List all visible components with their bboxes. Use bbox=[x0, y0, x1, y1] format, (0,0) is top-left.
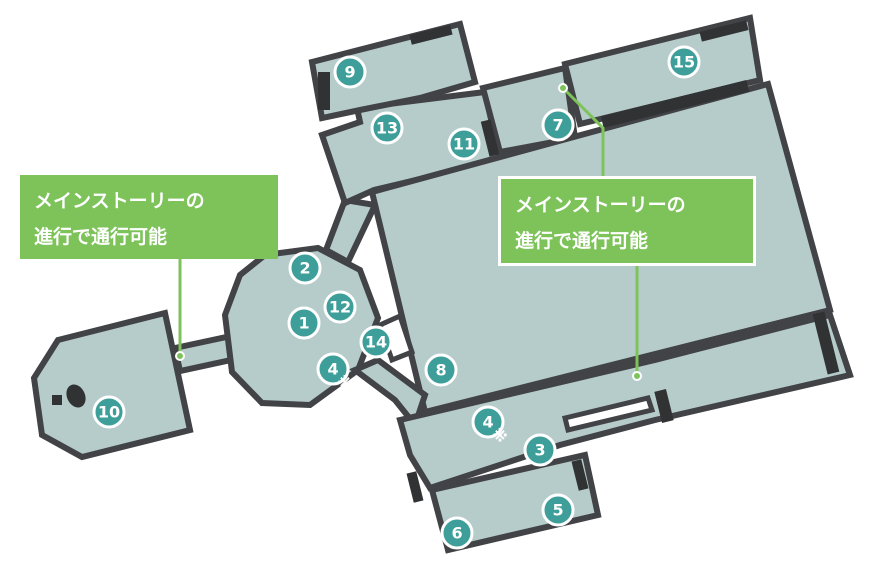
location-marker[interactable]: 3 bbox=[523, 433, 557, 467]
marker-label: 2 bbox=[299, 259, 310, 278]
marker-label: 4 bbox=[327, 360, 338, 379]
connector-endpoint bbox=[175, 351, 185, 361]
location-marker[interactable]: 13 bbox=[370, 111, 404, 145]
location-marker[interactable]: 6 bbox=[440, 516, 474, 550]
marker-label: 10 bbox=[98, 403, 120, 422]
marker-label: 7 bbox=[552, 116, 563, 135]
location-marker[interactable]: 2 bbox=[288, 251, 322, 285]
map-room bbox=[30, 309, 194, 461]
map-corridor bbox=[322, 196, 380, 267]
story-progress-note: メインストーリーの 進行で通行可能 bbox=[498, 176, 756, 266]
marker-label: 14 bbox=[365, 333, 387, 352]
note-line-1: メインストーリーの bbox=[34, 190, 205, 212]
note-connector-right-top bbox=[561, 86, 605, 176]
location-marker[interactable]: 5 bbox=[541, 493, 575, 527]
note-line-1: メインストーリーの bbox=[515, 194, 686, 216]
inner-wall bbox=[561, 395, 656, 434]
location-marker[interactable]: 1 bbox=[287, 306, 321, 340]
location-marker[interactable]: 4※ bbox=[471, 405, 508, 446]
marker-label: 5 bbox=[552, 501, 563, 520]
marker-label: 13 bbox=[376, 119, 398, 138]
marker-label: 9 bbox=[344, 63, 355, 82]
marker-label: 12 bbox=[329, 298, 351, 317]
location-marker[interactable]: 15 bbox=[667, 45, 701, 79]
marker-label: 1 bbox=[298, 314, 309, 333]
location-marker[interactable]: 12 bbox=[323, 290, 357, 324]
connector-endpoint bbox=[558, 83, 568, 93]
wall-segments bbox=[52, 20, 840, 503]
story-progress-note: メインストーリーの 進行で通行可能 bbox=[20, 175, 278, 259]
location-marker[interactable]: 14 bbox=[359, 325, 393, 359]
map-room bbox=[561, 14, 764, 128]
location-marker[interactable]: 7 bbox=[541, 108, 575, 142]
marker-label: 4 bbox=[482, 413, 493, 432]
marker-label: 11 bbox=[453, 135, 475, 154]
map-room bbox=[308, 20, 479, 122]
location-marker[interactable]: 8 bbox=[424, 353, 458, 387]
location-marker[interactable]: 11 bbox=[447, 127, 481, 161]
location-marker[interactable]: 9 bbox=[333, 55, 367, 89]
marker-suffix: ※ bbox=[492, 427, 508, 446]
marker-label: 8 bbox=[435, 361, 446, 380]
marker-label: 15 bbox=[673, 53, 695, 72]
note-line-2: 進行で通行可能 bbox=[34, 226, 168, 248]
connector-endpoint bbox=[632, 371, 642, 381]
location-marker[interactable]: 10 bbox=[92, 395, 126, 429]
note-line-2: 進行で通行可能 bbox=[515, 230, 649, 252]
marker-label: 3 bbox=[534, 441, 545, 460]
marker-label: 6 bbox=[451, 524, 462, 543]
location-marker[interactable]: 4※ bbox=[316, 352, 353, 393]
marker-suffix: ※ bbox=[337, 374, 353, 393]
